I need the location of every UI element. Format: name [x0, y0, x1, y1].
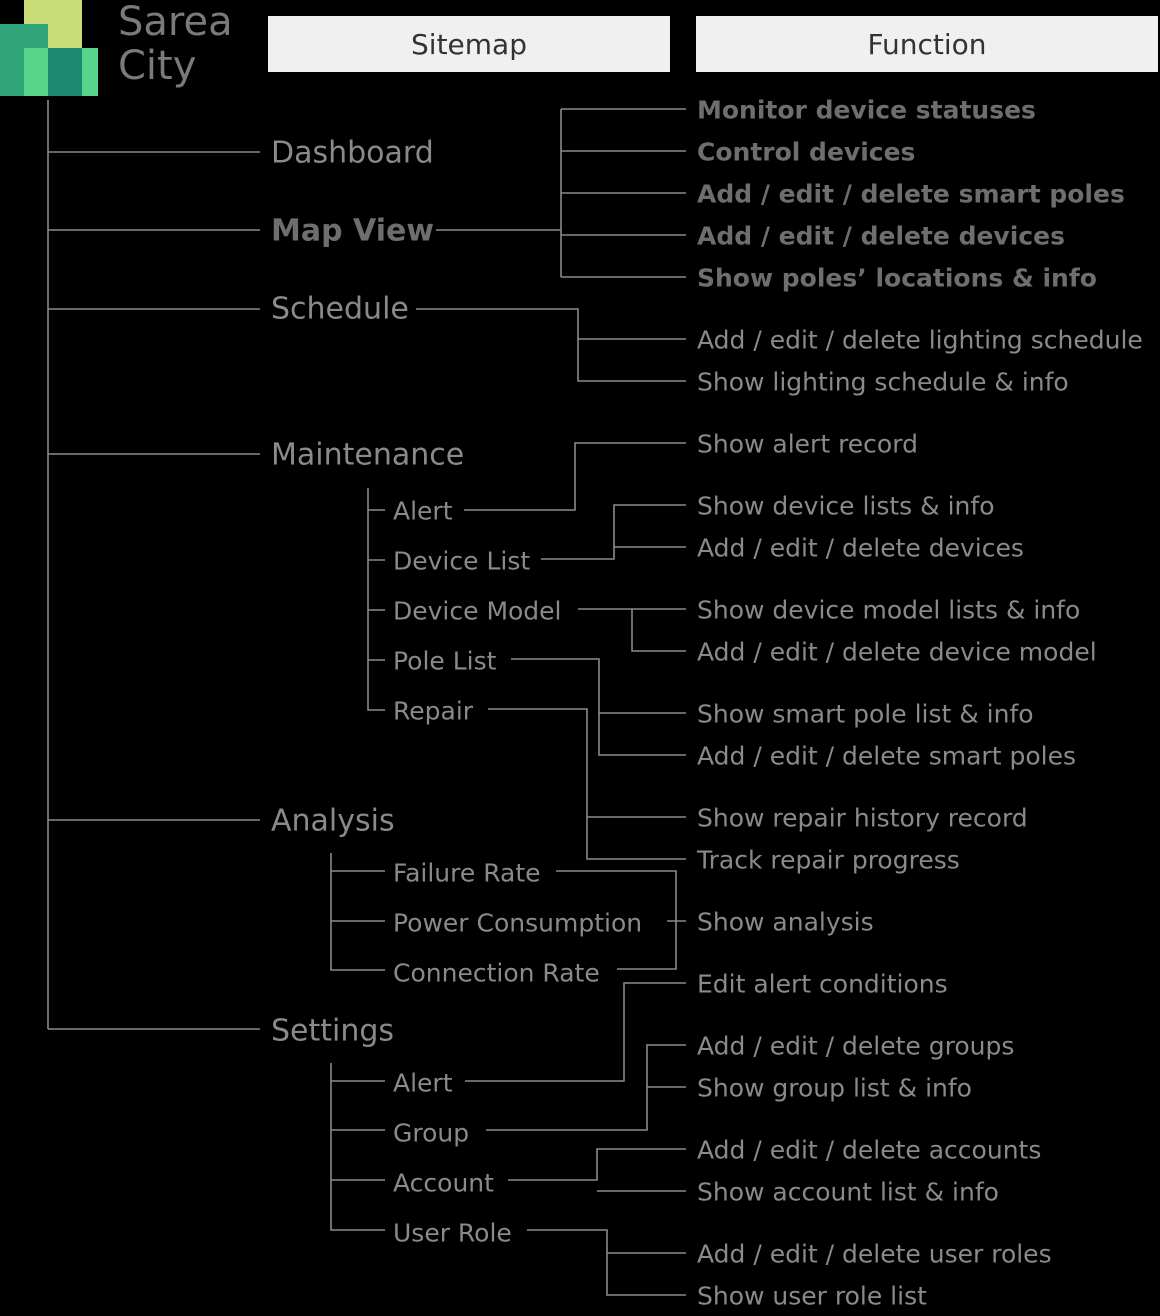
sitemap-header: Sitemap — [268, 16, 670, 72]
connector-line — [508, 1148, 686, 1192]
connector-line — [561, 108, 686, 278]
connector-line — [464, 442, 686, 511]
function-item: Show lighting schedule & info — [697, 367, 1069, 397]
connector-line — [511, 658, 686, 756]
function-item: Add / edit / delete user roles — [697, 1239, 1052, 1269]
function-item: Show account list & info — [697, 1177, 999, 1207]
function-item: Show smart pole list & info — [697, 699, 1034, 729]
node-group: Group — [393, 1118, 470, 1148]
node-power-consumption: Power Consumption — [393, 908, 643, 938]
connector-line — [330, 853, 385, 971]
node-repair: Repair — [393, 696, 474, 726]
function-item: Edit alert conditions — [697, 969, 948, 999]
logo-block-dark — [48, 48, 82, 96]
function-item: Add / edit / delete lighting schedule — [697, 325, 1143, 355]
function-item: Show poles’ locations & info — [697, 263, 1097, 293]
connector-line — [465, 982, 686, 1082]
node-dashboard: Dashboard — [271, 135, 434, 171]
node-pole-list: Pole List — [393, 646, 497, 676]
function-item: Add / edit / delete devices — [697, 533, 1024, 563]
connector-line — [486, 1044, 686, 1131]
logo-line-2: City — [118, 43, 197, 89]
node-map-view: Map View — [271, 213, 435, 249]
function-item: Show alert record — [697, 429, 918, 459]
function-item: Add / edit / delete groups — [697, 1031, 1015, 1061]
node-maintenance: Maintenance — [271, 437, 465, 473]
function-item: Add / edit / delete accounts — [697, 1135, 1042, 1165]
logo-block-right — [82, 48, 98, 96]
connector-line — [367, 488, 385, 711]
logo-mark — [0, 0, 98, 96]
function-item: Add / edit / delete smart poles — [697, 179, 1125, 209]
node-failure-rate: Failure Rate — [393, 858, 541, 888]
node-settings: Settings — [271, 1013, 395, 1049]
function-item: Show repair history record — [697, 803, 1028, 833]
node-schedule: Schedule — [271, 291, 409, 327]
function-item: Show device model lists & info — [697, 595, 1081, 625]
function-item: Monitor device statuses — [697, 95, 1036, 125]
logo-line-1: Sarea — [118, 0, 233, 45]
node-account: Account — [393, 1168, 494, 1198]
connector-line — [368, 509, 385, 661]
function-header: Function — [696, 16, 1158, 72]
function-item: Control devices — [697, 137, 916, 167]
function-item: Show device lists & info — [697, 491, 995, 521]
function-item: Add / edit / delete device model — [697, 637, 1097, 667]
node-analysis: Analysis — [271, 803, 395, 839]
function-item: Add / edit / delete smart poles — [697, 741, 1076, 771]
logo-wordmark: Sarea City — [118, 0, 258, 88]
function-item: Show user role list — [697, 1281, 927, 1311]
node-device-model: Device Model — [393, 596, 562, 626]
connector-line — [556, 870, 677, 970]
connector-line — [541, 504, 686, 560]
connector-line — [578, 608, 686, 652]
connector-line — [416, 308, 686, 382]
function-item: Add / edit / delete devices — [697, 221, 1065, 251]
node-device-list: Device List — [393, 546, 531, 576]
function-item: Show analysis — [697, 907, 874, 937]
connector-line — [488, 708, 686, 860]
node-user-role: User Role — [393, 1218, 512, 1248]
connector-line — [330, 1063, 385, 1231]
node-connection-rate: Connection Rate — [393, 958, 600, 988]
node-settings-alert: Alert — [393, 1068, 453, 1098]
function-item: Track repair progress — [697, 845, 960, 875]
connector-line — [527, 1229, 686, 1296]
function-item: Show group list & info — [697, 1073, 972, 1103]
node-maintenance-alert: Alert — [393, 496, 453, 526]
